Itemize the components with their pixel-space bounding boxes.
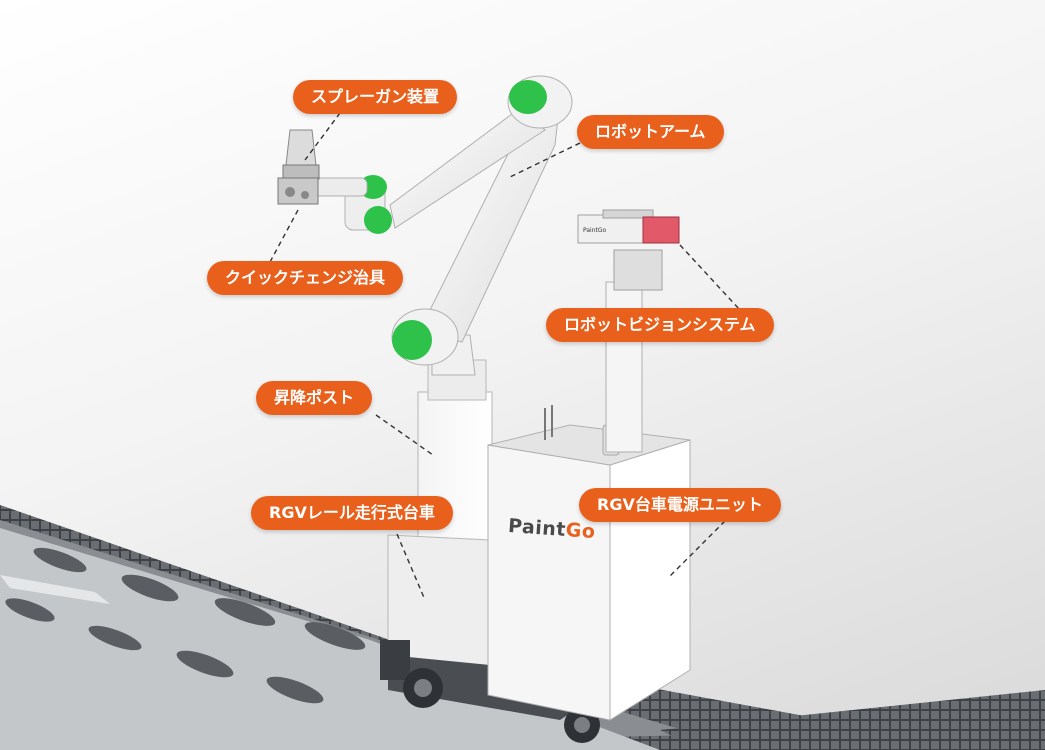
label-rgv-cart: RGVレール走行式台車 — [251, 496, 453, 530]
label-robot-arm: ロボットアーム — [577, 115, 724, 149]
label-quick-change: クイックチェンジ治具 — [207, 261, 404, 295]
label-lift-post: 昇降ポスト — [256, 381, 373, 415]
spray-gun — [277, 129, 320, 205]
svg-text:PaintGo: PaintGo — [583, 227, 606, 234]
rgv-power-unit — [487, 405, 691, 721]
rgv-rail-track — [0, 505, 1045, 750]
logo-text-go: Go — [565, 519, 597, 544]
leader-lines — [269, 112, 741, 601]
label-rgv-power: RGV台車電源ユニット — [579, 488, 781, 522]
label-vision-system: ロボットビジョンシステム — [546, 308, 774, 342]
label-spray-gun: スプレーガン装置 — [293, 80, 458, 114]
logo-text-paint: Paint — [507, 514, 567, 541]
robot-arm — [311, 75, 573, 376]
